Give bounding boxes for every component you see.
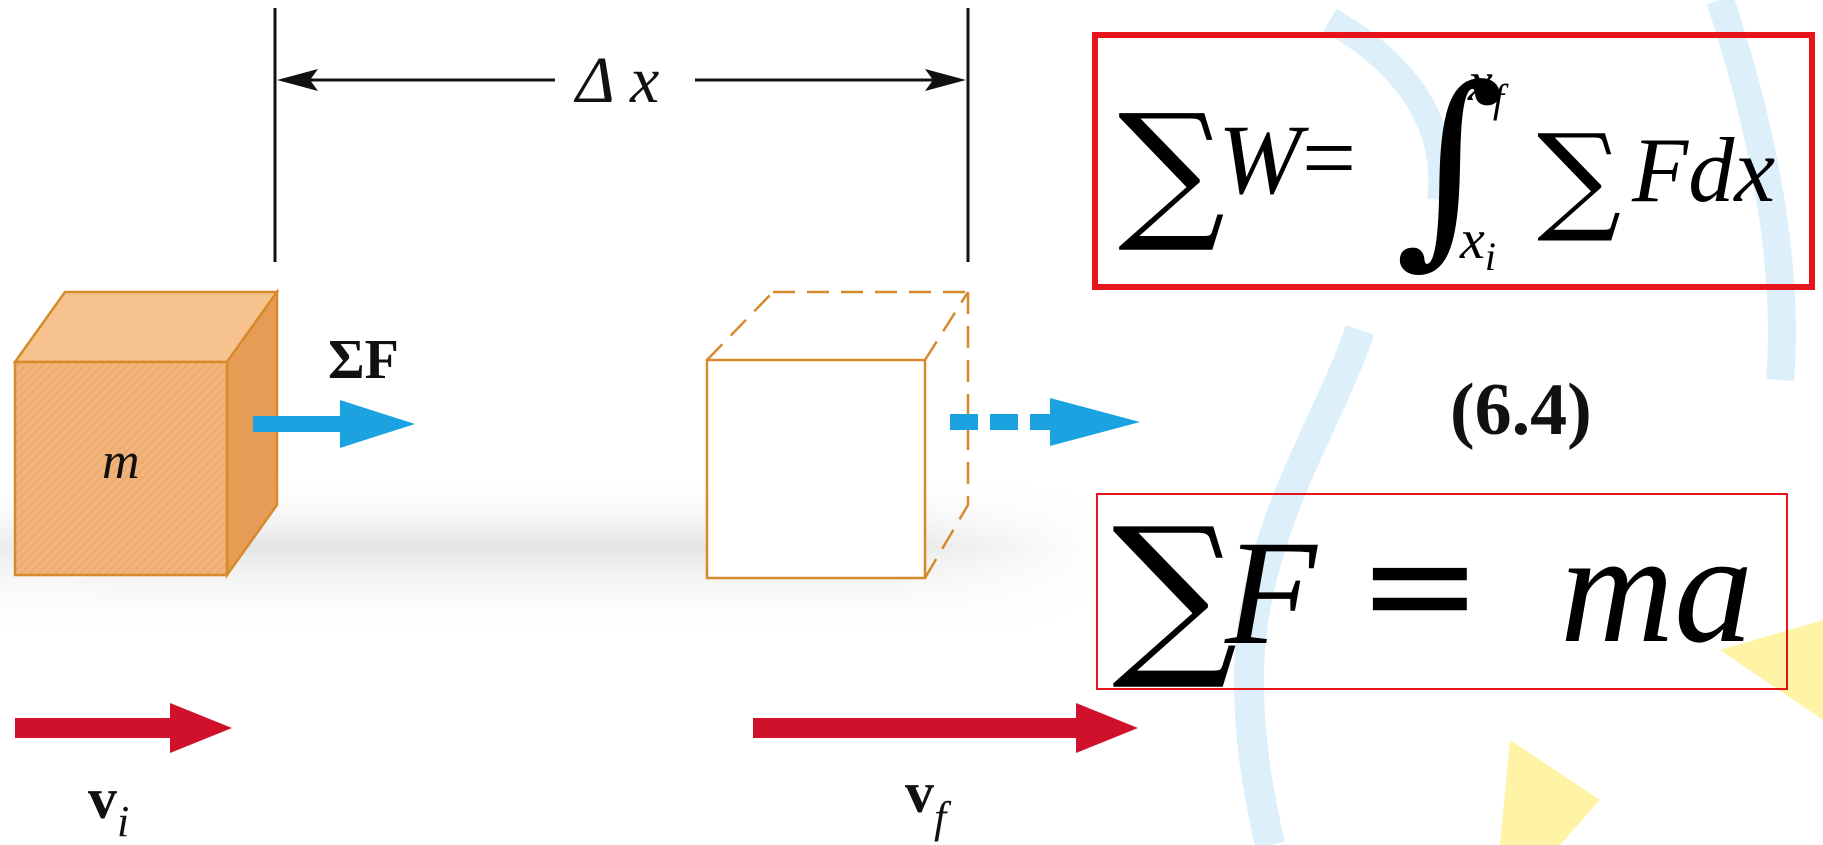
newton-rhs: ma — [1560, 501, 1754, 676]
final-block-front — [705, 358, 927, 580]
v-final-base: v — [905, 760, 934, 825]
integral-symbol: ∫ — [1395, 42, 1505, 287]
final-block — [705, 290, 970, 580]
newton-lhs: F — [1225, 510, 1317, 676]
v-initial-base: v — [88, 766, 117, 831]
displacement-dimension: Δ x — [273, 8, 970, 262]
mass-label: m — [102, 433, 140, 490]
background-watermark — [1234, 0, 1823, 845]
integral-upper-limit: xf — [1468, 54, 1504, 119]
work-equals: = — [1302, 104, 1357, 211]
initial-block-front — [13, 360, 229, 577]
upper-limit-base: x — [1468, 51, 1493, 113]
delta-x-label: Δ x — [573, 44, 659, 117]
displacement-arrowhead-left — [277, 69, 318, 91]
svg-text:vi: vi — [88, 766, 129, 845]
v-initial-sub: i — [117, 797, 129, 845]
displacement-arrowhead-right — [925, 69, 966, 91]
initial-block: m — [12, 288, 280, 579]
net-force-label: ΣF — [328, 329, 399, 391]
work-equation-box — [1092, 32, 1815, 290]
newton-equation-box — [1096, 493, 1788, 690]
newton-sum-symbol: ∑ — [1112, 490, 1238, 695]
integral-lower-limit: xi — [1460, 212, 1496, 277]
v-final-sub: f — [934, 793, 952, 842]
integrand: Fdx — [1632, 119, 1776, 221]
final-velocity-arrow: vf — [753, 703, 1138, 842]
newton-equals: = — [1357, 498, 1483, 672]
svg-text:vf: vf — [905, 760, 952, 842]
net-force-arrow: ΣF — [253, 329, 415, 448]
upper-limit-sub: f — [1492, 76, 1504, 122]
initial-velocity-arrow: vi — [15, 703, 232, 845]
lower-limit-base: x — [1460, 209, 1485, 271]
lower-limit-sub: i — [1484, 234, 1496, 280]
work-lhs: W — [1218, 104, 1302, 215]
equation-number: (6.4) — [1450, 369, 1592, 451]
force-sum-symbol: ∑ — [1537, 108, 1622, 246]
work-sum-symbol: ∑ — [1118, 83, 1226, 257]
dashed-force-arrow — [950, 398, 1140, 446]
